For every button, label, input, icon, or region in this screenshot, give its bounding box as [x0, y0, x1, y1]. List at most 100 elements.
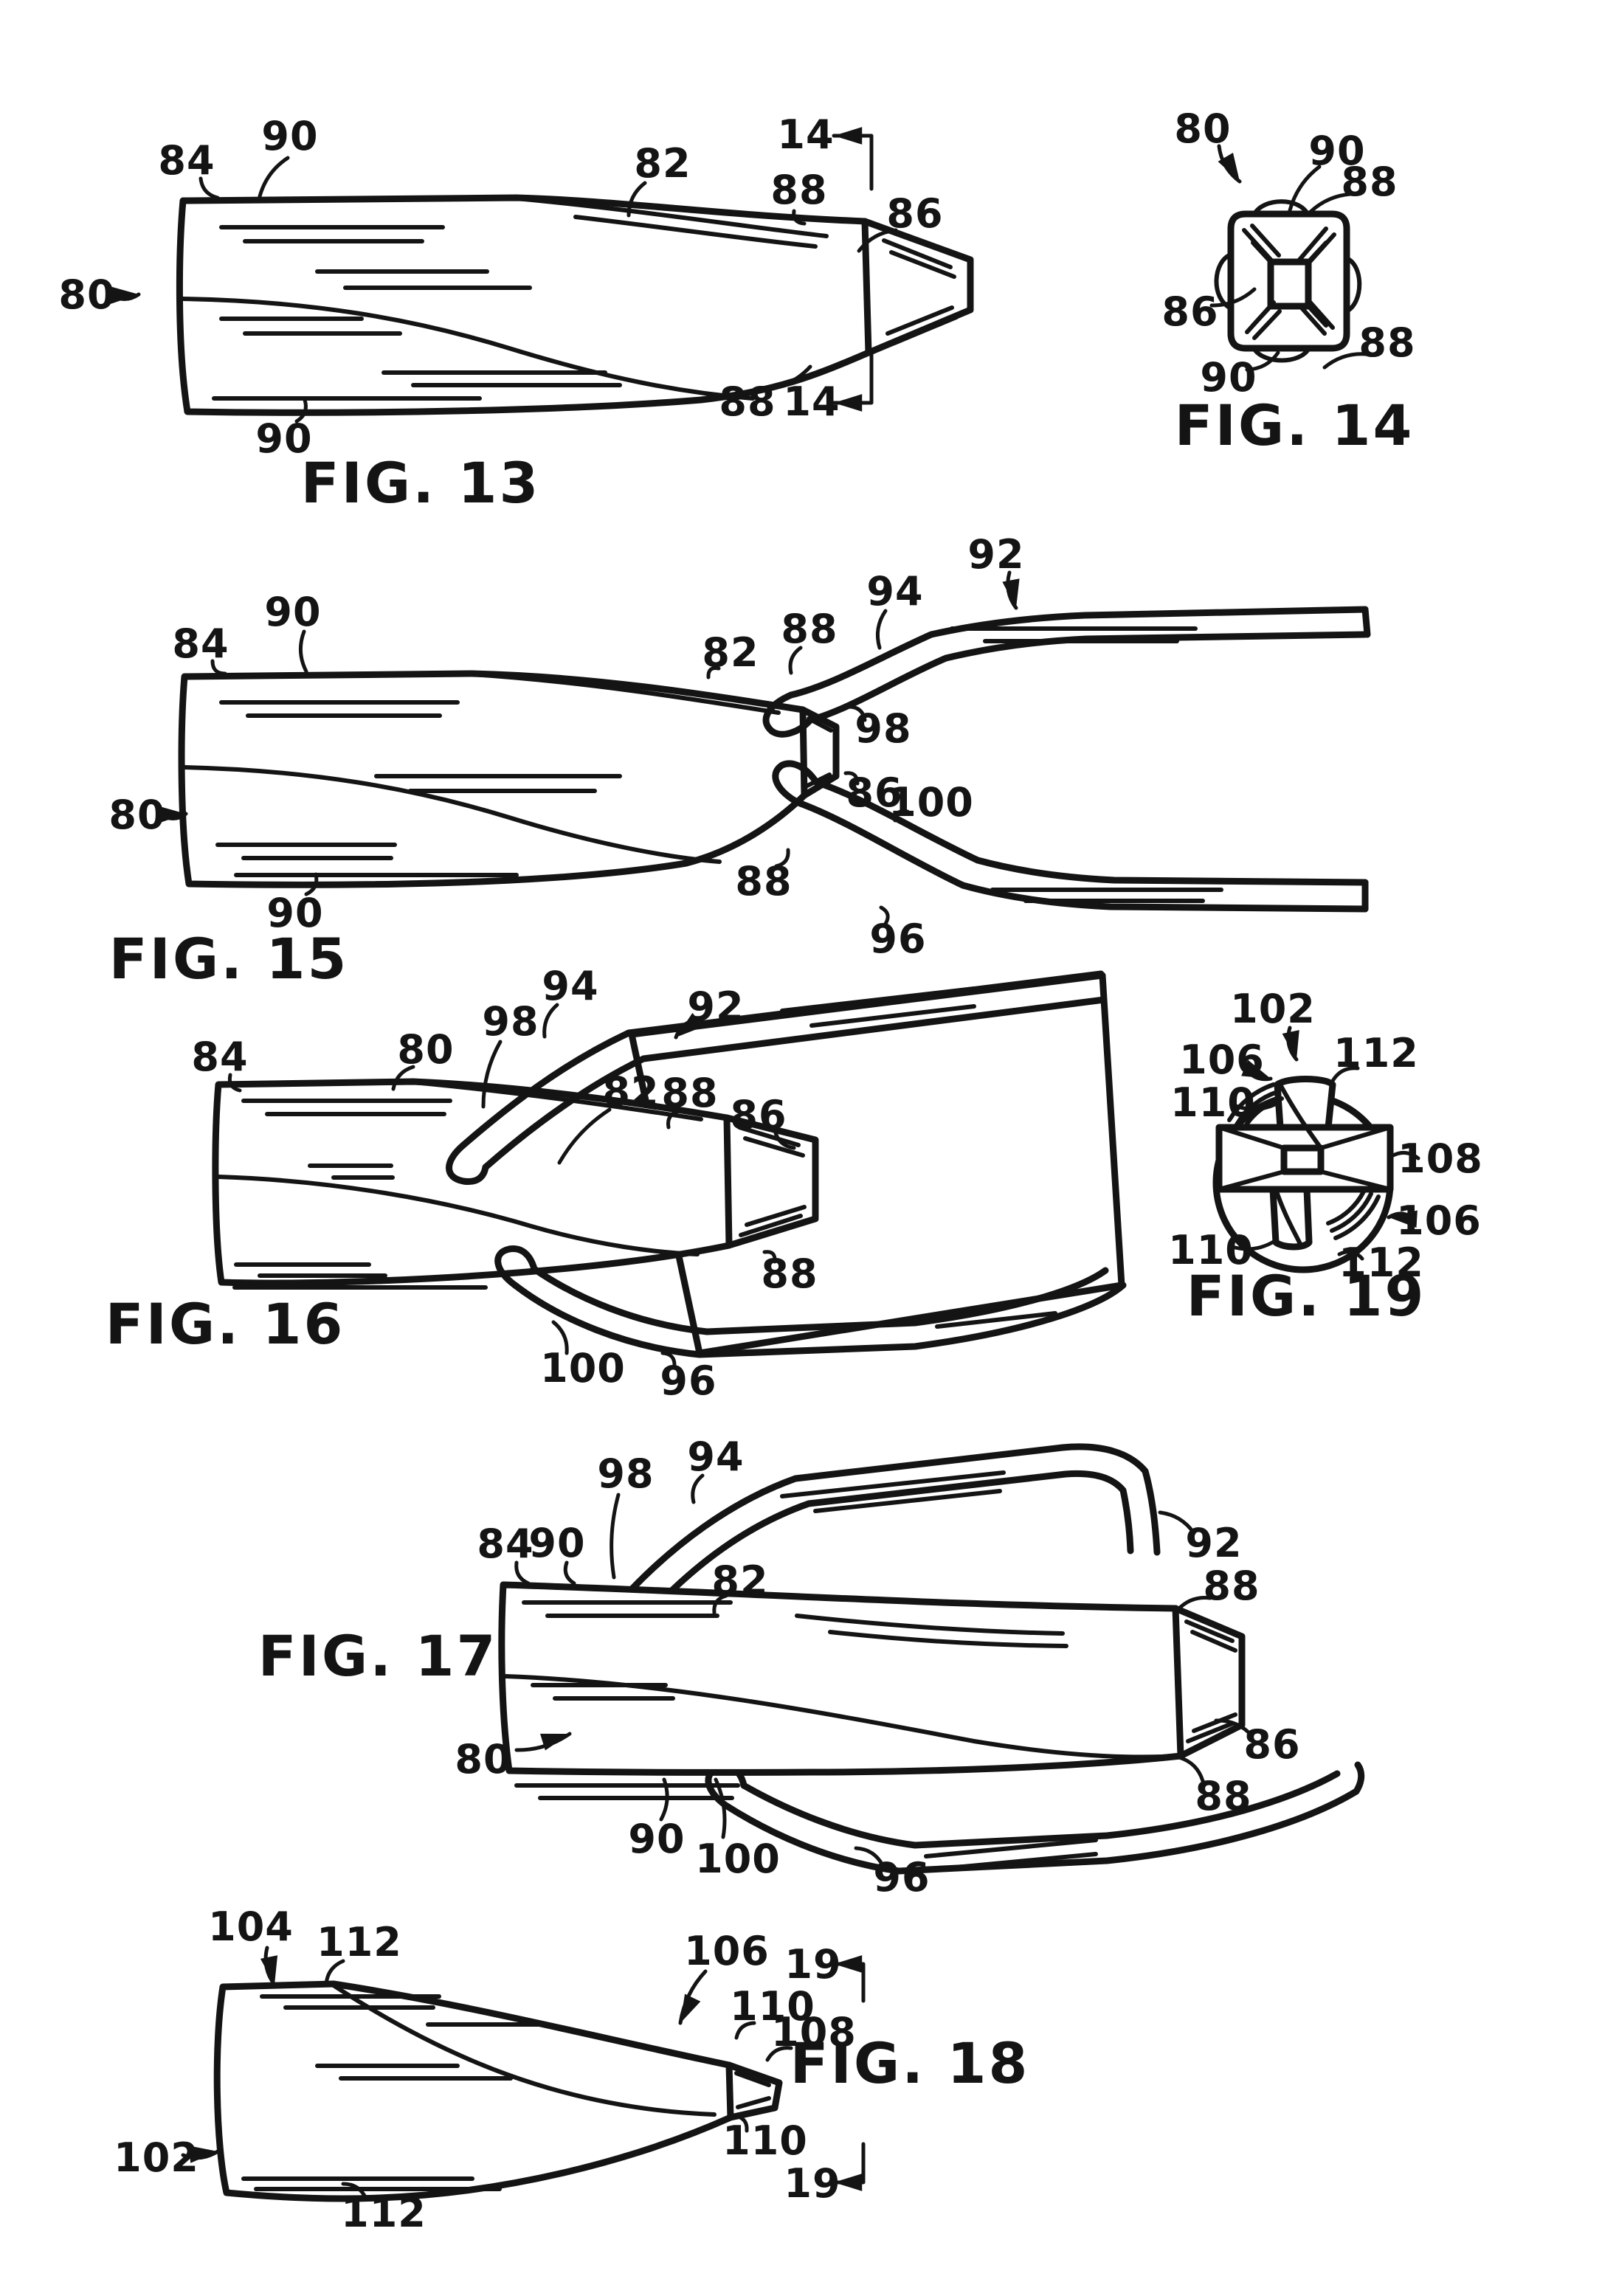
fig16-ref-84-0: 84 [191, 1034, 249, 1080]
fig17-leader-82-4 [712, 1594, 728, 1615]
fig16-ref-86-7: 86 [730, 1092, 787, 1138]
fig13-ref-80-9: 80 [58, 272, 116, 318]
fig16-leader-88-6 [666, 1109, 681, 1130]
fig13-ref-14-4: 14 [777, 111, 835, 158]
fig15-leader-94-4 [875, 609, 888, 650]
fig13-leader-14-4 [832, 134, 874, 191]
fig17-ref-98-0: 98 [597, 1450, 655, 1497]
fig17-ref-86-7: 86 [1243, 1721, 1301, 1768]
fig18-arrowhead-104-0 [260, 1955, 278, 1985]
fig16-hatching [232, 986, 1057, 1329]
fig15-drawing [178, 606, 1371, 913]
fig18-leader-108-4 [765, 2046, 793, 2062]
fig17-caption: FIG. 17 [258, 1623, 498, 1689]
fig13-arrowhead-14-7 [834, 394, 863, 412]
fig13-leader-90-8 [294, 398, 308, 423]
fig18-arrowhead-19-9 [834, 2174, 863, 2191]
fig15-arrowhead-92-5 [1002, 578, 1020, 608]
fig15-leader-82-2 [706, 666, 721, 680]
fig18-arrowhead-19-8 [834, 1955, 863, 1973]
fig19-leader-112-7 [1337, 1250, 1364, 1261]
fig13-leader-90-1 [258, 156, 290, 198]
fig16-ref-82-5: 82 [602, 1068, 660, 1115]
fig19-leader-110-6 [1230, 1239, 1276, 1251]
fig18-caption: FIG. 18 [790, 2030, 1030, 2096]
fig13-arrowhead-14-4 [834, 127, 863, 145]
fig19-arrowhead-106-5 [1389, 1210, 1418, 1228]
fig15-leader-100-8 [893, 809, 910, 823]
fig19-ref-112-7: 112 [1339, 1239, 1424, 1286]
fig18-bit-body [213, 1980, 783, 2202]
fig13-hatching [212, 225, 959, 401]
fig18-arrowhead-106-2 [680, 1994, 701, 2023]
fig17-leader-90-3 [563, 1560, 576, 1586]
fig18-ref-106-2: 106 [684, 1928, 770, 1974]
fig16-leader-80-1 [391, 1065, 415, 1091]
fig16-leader-86-7 [773, 1128, 796, 1150]
fig19-ref-102-0: 102 [1230, 986, 1316, 1032]
fig15-ref-92-5: 92 [967, 531, 1025, 578]
fig16-ref-100-9: 100 [540, 1345, 626, 1391]
fig13-leader-88-6 [765, 364, 812, 391]
fig14-ref-88-5: 88 [1358, 319, 1416, 366]
fig14-ref-88-2: 88 [1341, 159, 1398, 205]
fig18-flute-line [331, 1983, 717, 2117]
fig13-ref-90-8: 90 [255, 415, 313, 462]
fig17-arrowhead-80-9 [540, 1733, 570, 1751]
fig13-drawing [176, 194, 974, 416]
fig19-leader-112-2 [1330, 1066, 1360, 1083]
fig16-leader-98-2 [481, 1040, 503, 1109]
fig14-leader-88-5 [1322, 352, 1369, 370]
fig15-leader-86-7 [843, 771, 860, 786]
fig13-ref-88-6: 88 [719, 378, 776, 425]
fig19-ref-110-3: 110 [1170, 1079, 1256, 1126]
fig19-leader-110-3 [1232, 1102, 1277, 1111]
fig15-ref-88-9: 88 [735, 858, 793, 905]
fig15-ref-84-0: 84 [172, 620, 229, 667]
fig15-ref-90-1: 90 [264, 589, 322, 635]
fig17-leader-92-5 [1158, 1510, 1196, 1535]
fig16-ref-88-8: 88 [761, 1251, 818, 1297]
fig14-ref-90-4: 90 [1200, 354, 1257, 401]
fig14-corner-facets [1242, 224, 1336, 340]
fig13-ref-14-7: 14 [783, 378, 840, 425]
fig15-bit-body [178, 670, 840, 888]
fig14-ref-86-3: 86 [1161, 288, 1219, 335]
fig15-flute-line [182, 765, 722, 864]
fig17-leader-84-2 [514, 1560, 531, 1586]
fig18-hatching [241, 1994, 771, 2191]
fig15-arrowhead-80-12 [157, 806, 186, 823]
fig18-arrowhead-102-7 [188, 2145, 218, 2163]
fig18-ref-110-5: 110 [722, 2117, 808, 2164]
fig14-ref-80-0: 80 [1174, 106, 1232, 152]
fig15-hatching [215, 626, 1223, 903]
fig14-leader-90-4 [1245, 350, 1280, 372]
fig17-ref-82-4: 82 [711, 1557, 769, 1604]
fig14-leader-88-2 [1305, 192, 1353, 217]
fig17-leader-88-8 [1177, 1755, 1205, 1783]
fig15-ref-80-12: 80 [108, 792, 166, 838]
fig15-leader-98-6 [846, 705, 867, 722]
fig18-ref-19-9: 19 [784, 2160, 841, 2207]
fig14-drawing [1214, 199, 1362, 363]
fig15-ref-100-8: 100 [888, 779, 974, 826]
fig19-facet-lines [1217, 1084, 1392, 1246]
fig14-caption: FIG. 14 [1174, 393, 1415, 458]
fig16-flute-line [216, 1175, 700, 1256]
fig15-ref-94-4: 94 [866, 568, 924, 615]
fig17-drawing [498, 1443, 1365, 1875]
fig17-ref-80-9: 80 [455, 1736, 512, 1782]
fig16-ref-92-4: 92 [687, 983, 745, 1030]
fig18-ref-112-6: 112 [341, 2190, 427, 2236]
fig13-ref-88-3: 88 [770, 167, 828, 213]
fig18-ref-108-4: 108 [771, 2009, 857, 2055]
fig15-leader-90-11 [304, 872, 319, 896]
fig13-arrowhead-80-9 [110, 286, 139, 304]
fig17-hatching [514, 1470, 1237, 1870]
fig16-leader-84-0 [227, 1073, 242, 1093]
fig16-ref-96-10: 96 [660, 1358, 717, 1404]
fig17-leader-94-1 [691, 1473, 705, 1504]
fig13-ref-86-5: 86 [886, 190, 944, 237]
fig15-ref-90-11: 90 [266, 890, 324, 936]
